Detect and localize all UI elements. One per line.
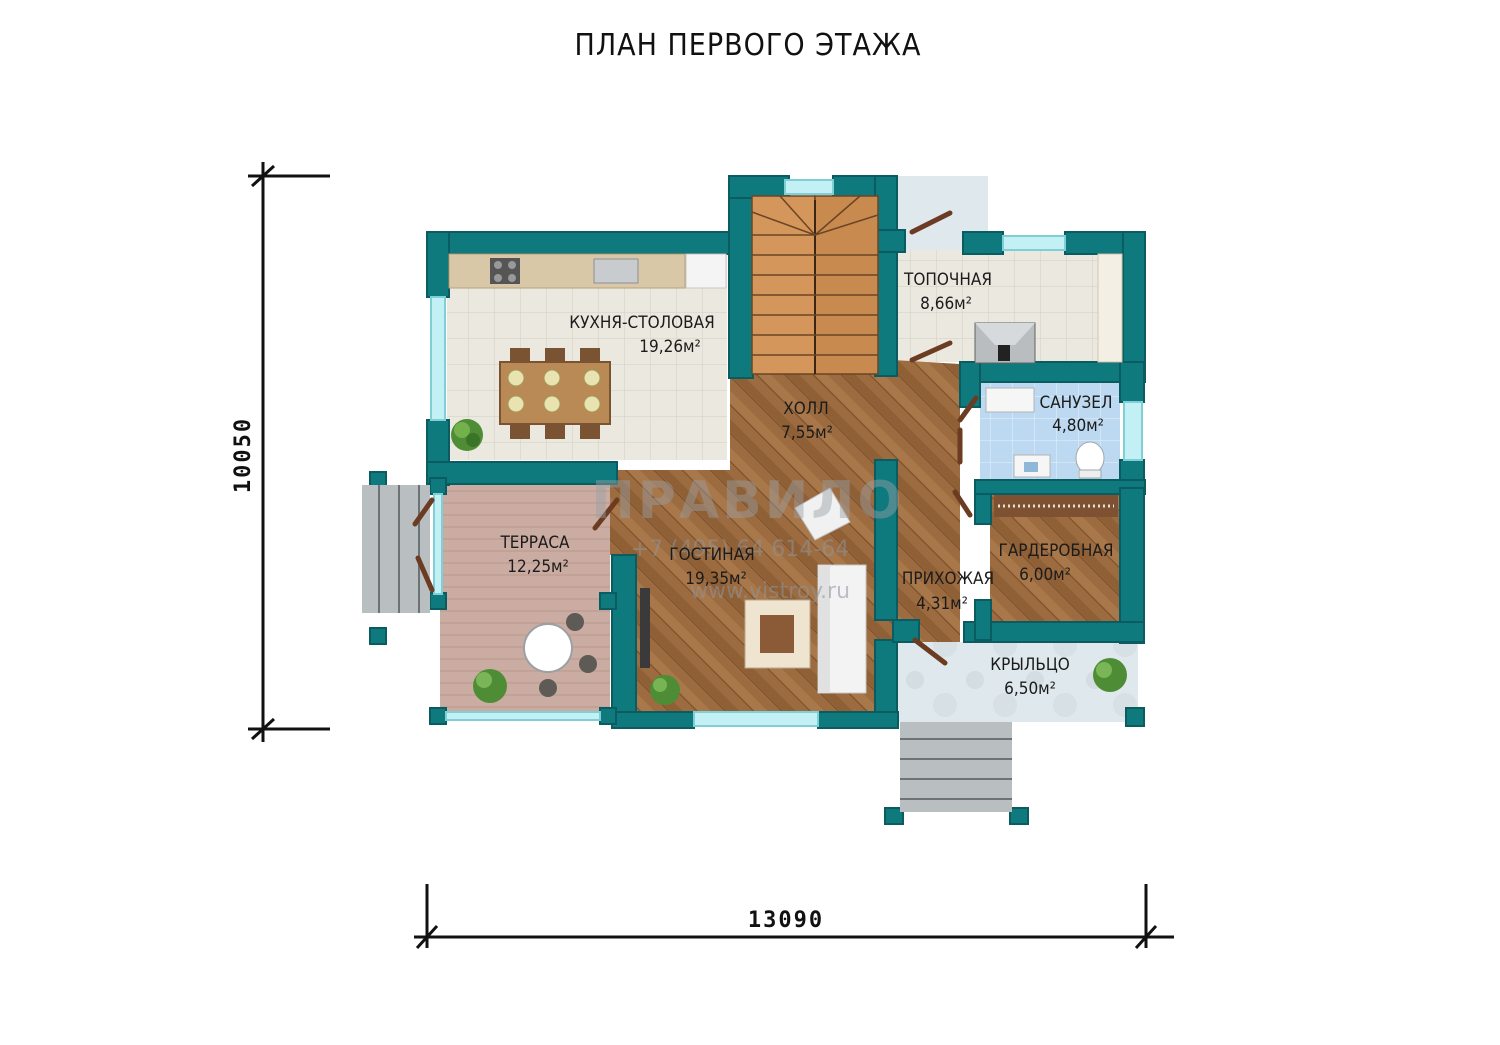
porch-steps: [900, 722, 1012, 812]
plant-icon: [473, 669, 507, 703]
svg-text:КРЫЛЬЦО: КРЫЛЬЦО: [990, 655, 1070, 675]
room-label-entry: ПРИХОЖАЯ 4,31м²: [902, 569, 994, 614]
svg-text:ГАРДЕРОБНАЯ: ГАРДЕРОБНАЯ: [999, 541, 1114, 561]
room-label-kitchen: КУХНЯ-СТОЛОВАЯ 19,26м²: [569, 313, 714, 357]
watermark-brand: ПРАВИЛО: [591, 471, 904, 531]
svg-text:7,55м²: 7,55м²: [781, 423, 833, 443]
svg-text:6,50м²: 6,50м²: [1004, 679, 1056, 699]
doors: [412, 210, 979, 666]
plant-icon: [650, 675, 680, 705]
height-dimension-label: 10050: [231, 417, 256, 493]
width-dimension-label: 13090: [748, 908, 824, 933]
room-label-bathroom: САНУЗЕЛ 4,80м²: [1040, 393, 1113, 436]
svg-text:8,66м²: 8,66м²: [920, 294, 972, 314]
watermark-phone: +7 (495) 64 614-64: [631, 537, 850, 562]
svg-text:4,80м²: 4,80м²: [1052, 416, 1104, 436]
wood-floor: [610, 360, 960, 716]
dining-table: [499, 348, 611, 439]
svg-text:ТЕРРАСА: ТЕРРАСА: [499, 533, 570, 553]
bathroom-fixtures: [985, 387, 1105, 479]
width-dimension: 13090: [414, 884, 1174, 950]
svg-text:19,35м²: 19,35м²: [685, 569, 746, 589]
room-label-hall: ХОЛЛ 7,55м²: [781, 399, 833, 443]
windows: [430, 179, 1143, 727]
boiler-unit: [974, 322, 1036, 364]
room-label-wardrobe: ГАРДЕРОБНАЯ 6,00м²: [999, 541, 1114, 585]
kitchen-counter: [448, 253, 727, 289]
svg-text:ХОЛЛ: ХОЛЛ: [783, 399, 829, 419]
height-dimension: 10050: [231, 162, 330, 742]
room-label-porch: КРЫЛЬЦО 6,50м²: [990, 655, 1070, 699]
watermark-site: www.vistroy.ru: [690, 579, 850, 604]
living-furniture: [640, 487, 867, 694]
svg-text:19,26м²: 19,26м²: [639, 337, 700, 357]
svg-text:12,25м²: 12,25м²: [507, 557, 568, 577]
svg-text:КУХНЯ-СТОЛОВАЯ: КУХНЯ-СТОЛОВАЯ: [569, 313, 714, 333]
svg-text:ПРИХОЖАЯ: ПРИХОЖАЯ: [902, 569, 994, 589]
plan-title: ПЛАН ПЕРВОГО ЭТАЖА: [575, 28, 922, 63]
terrace-steps: [362, 485, 430, 613]
svg-text:ГОСТИНАЯ: ГОСТИНАЯ: [669, 545, 754, 565]
room-label-terrace: ТЕРРАСА 12,25м²: [499, 533, 570, 577]
staircase: [751, 195, 879, 375]
svg-text:САНУЗЕЛ: САНУЗЕЛ: [1040, 393, 1113, 413]
plant-icon: [1093, 658, 1127, 692]
svg-text:6,00м²: 6,00м²: [1019, 565, 1071, 585]
plant-icon: [451, 419, 483, 451]
terrace-floor: [440, 483, 610, 715]
wardrobe-rail: [994, 495, 1118, 517]
room-label-boiler: ТОПОЧНАЯ 8,66м²: [903, 270, 992, 314]
room-label-living: ГОСТИНАЯ 19,35м²: [669, 545, 754, 589]
terrace-table: [523, 613, 597, 697]
boiler-shelf: [1097, 253, 1123, 363]
svg-text:4,31м²: 4,31м²: [916, 594, 968, 614]
svg-text:ТОПОЧНАЯ: ТОПОЧНАЯ: [903, 270, 992, 290]
